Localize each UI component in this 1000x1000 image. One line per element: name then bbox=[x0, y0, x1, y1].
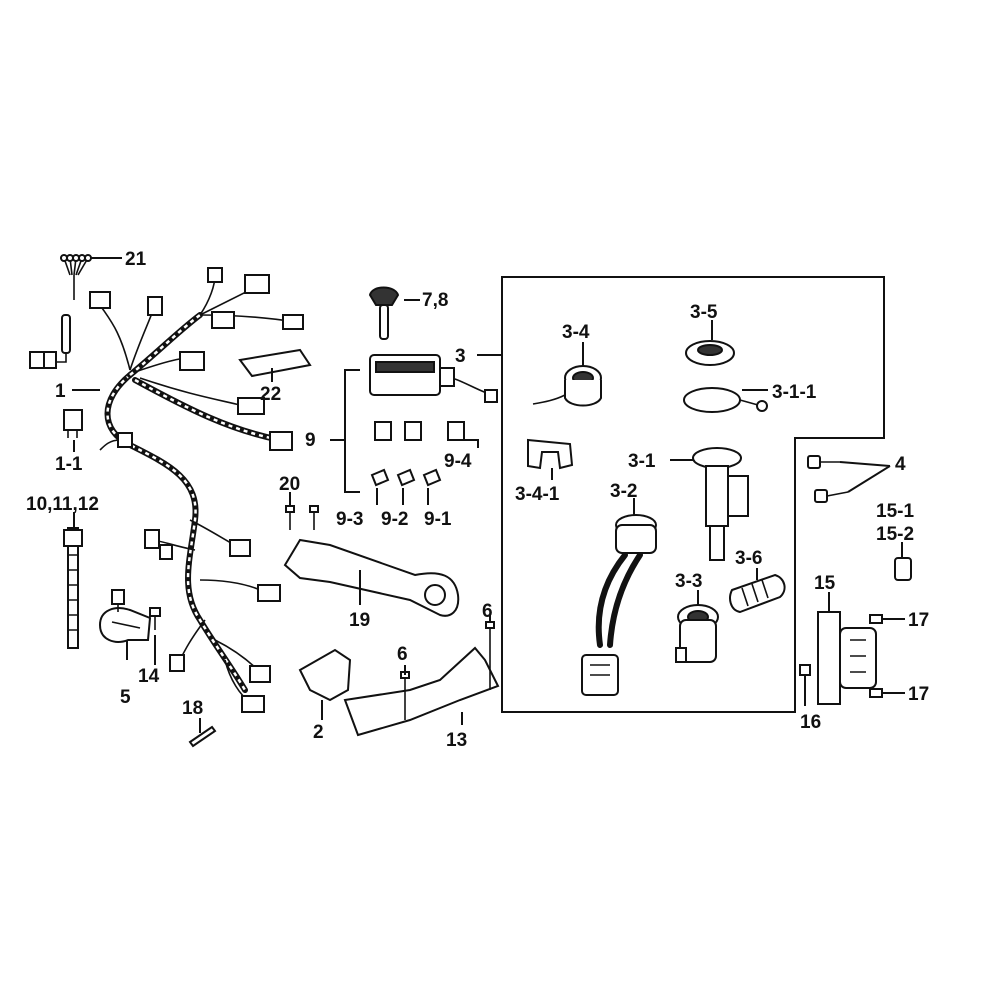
label-1: 1 bbox=[55, 381, 66, 402]
part-9-relays bbox=[370, 421, 465, 487]
part-3-5-cap bbox=[685, 340, 735, 366]
part-3-4-cover bbox=[532, 365, 602, 407]
part-5-clamp bbox=[98, 589, 152, 643]
label-2: 2 bbox=[313, 722, 324, 743]
label-1-1: 1-1 bbox=[55, 454, 83, 475]
part-3-2-ignition-connector bbox=[581, 514, 657, 696]
part-3-1-lock-cylinder bbox=[692, 447, 749, 561]
label-19: 19 bbox=[349, 610, 370, 631]
label-3-6: 3-6 bbox=[735, 548, 762, 569]
label-3: 3 bbox=[455, 346, 466, 367]
label-17-bottom: 17 bbox=[908, 684, 929, 705]
part-2-bracket bbox=[298, 648, 352, 702]
part-4-bolts bbox=[807, 455, 849, 503]
part-15-1-bushing bbox=[894, 557, 912, 581]
part-3-6-grip bbox=[729, 573, 786, 614]
part-21-wire-assembly bbox=[29, 254, 92, 369]
label-13: 13 bbox=[446, 730, 467, 751]
label-9-1: 9-1 bbox=[424, 509, 452, 530]
label-9-3: 9-3 bbox=[336, 509, 363, 530]
label-10-11-12: 10,11,12 bbox=[26, 494, 99, 515]
label-4: 4 bbox=[895, 454, 906, 475]
label-17-top: 17 bbox=[908, 610, 929, 631]
label-3-1: 3-1 bbox=[628, 451, 656, 472]
label-15-2: 15-2 bbox=[876, 524, 914, 545]
part-3-3-lock bbox=[675, 604, 719, 663]
label-22: 22 bbox=[260, 384, 281, 405]
label-21: 21 bbox=[125, 249, 147, 270]
part-19-bracket bbox=[283, 538, 460, 617]
part-20-screws bbox=[285, 505, 319, 530]
part-9-relay-box bbox=[369, 354, 498, 403]
wire-harness bbox=[89, 267, 304, 713]
part-14-bolt bbox=[149, 607, 161, 630]
part-13-bracket bbox=[343, 646, 500, 737]
label-3-3: 3-3 bbox=[675, 571, 702, 592]
label-6-right: 6 bbox=[482, 601, 493, 622]
label-5: 5 bbox=[120, 687, 131, 708]
part-1-1-relay bbox=[63, 409, 83, 438]
label-9-4: 9-4 bbox=[444, 451, 472, 472]
part-18-pin bbox=[188, 725, 217, 748]
label-9: 9 bbox=[305, 430, 316, 451]
label-6-left: 6 bbox=[397, 644, 408, 665]
leader-lines bbox=[72, 257, 905, 733]
label-15: 15 bbox=[814, 573, 836, 594]
label-7-8: 7,8 bbox=[422, 290, 448, 311]
group-box-3 bbox=[501, 276, 885, 713]
label-16: 16 bbox=[800, 712, 821, 733]
part-16-nut bbox=[799, 664, 811, 676]
part-3-1-1-seal bbox=[683, 387, 768, 413]
label-3-1-1: 3-1-1 bbox=[772, 382, 817, 403]
label-14: 14 bbox=[138, 666, 160, 687]
part-3-4-1-clip bbox=[527, 438, 574, 470]
part-10-11-12-cable-tie bbox=[63, 527, 83, 649]
part-15-lock-assembly bbox=[817, 611, 877, 705]
label-18: 18 bbox=[182, 698, 203, 719]
label-3-4-1: 3-4-1 bbox=[515, 484, 560, 505]
part-22-plate bbox=[238, 348, 312, 378]
label-9-2: 9-2 bbox=[381, 509, 408, 530]
label-3-5: 3-5 bbox=[690, 302, 718, 323]
part-7-8-key bbox=[368, 286, 400, 340]
label-3-4: 3-4 bbox=[562, 322, 590, 343]
label-20: 20 bbox=[279, 474, 300, 495]
label-15-1: 15-1 bbox=[876, 501, 914, 522]
label-3-2: 3-2 bbox=[610, 481, 637, 502]
